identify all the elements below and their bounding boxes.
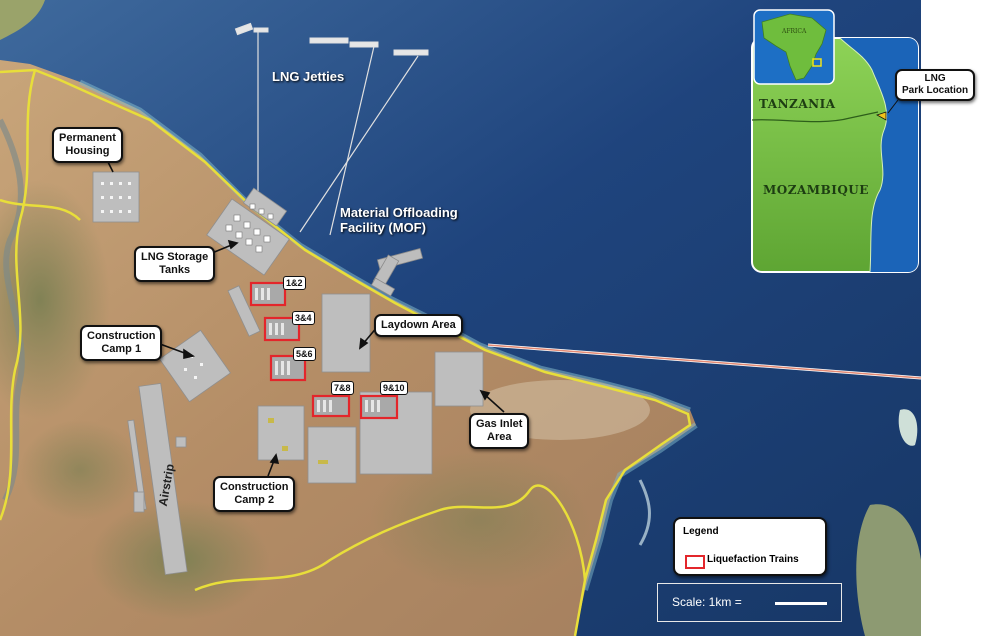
- callout-line: Construction: [220, 481, 289, 493]
- train-badge-7-8: 7&8: [331, 381, 354, 395]
- gas-inlet-block: [434, 351, 484, 407]
- river: [0, 118, 25, 502]
- laydown-area-block: [321, 293, 371, 373]
- mof-label: Material Offloading Facility (MOF): [340, 205, 458, 235]
- callout-line: Housing: [65, 145, 110, 157]
- callout-line: Tanks: [159, 264, 191, 276]
- legend-item-liquefaction: Liquefaction Trains: [707, 554, 799, 565]
- site-markers: [101, 182, 203, 379]
- park-leader: [887, 99, 899, 114]
- train-equipment: [255, 288, 380, 412]
- callout-line: Area: [487, 431, 512, 443]
- inset-border-line: [751, 111, 879, 123]
- mof-structure: [370, 247, 424, 297]
- hangar: [133, 491, 145, 513]
- inset-map: [751, 9, 919, 273]
- legend: Legend Liquefaction Trains: [673, 517, 827, 576]
- inset-coastline: [839, 37, 888, 273]
- vegetation-patch: [20, 420, 140, 520]
- shallow-water: [78, 79, 691, 413]
- island: [856, 504, 921, 636]
- pipe-rack: [227, 285, 261, 337]
- offshore-boundary: [487, 344, 922, 379]
- lng-park-pin: [876, 111, 887, 121]
- mof-label-line1: Material Offloading: [340, 205, 458, 220]
- airstrip-runway: [138, 382, 188, 576]
- lng-jetties-label: LNG Jetties: [272, 69, 345, 84]
- laydown-area-callout: Laydown Area: [374, 314, 463, 337]
- storage-jetty-block: [242, 187, 288, 227]
- mozambique-label: MOZAMBIQUE: [763, 183, 869, 197]
- lng-jetties: [234, 22, 429, 236]
- callout-line: Permanent: [59, 132, 116, 144]
- legend-title: Legend: [683, 526, 719, 537]
- site-markers-yellow: [268, 418, 328, 464]
- lng-park-location-callout: LNG Park Location: [895, 69, 976, 101]
- scale-text: Scale: 1km =: [672, 595, 742, 609]
- permanent-housing-block: [92, 171, 140, 223]
- construction-camp2-callout: Construction Camp 2: [213, 476, 296, 512]
- train-badge-9-10: 9&10: [380, 381, 408, 395]
- permanent-housing-callout: Permanent Housing: [52, 127, 123, 163]
- gas-inlet-callout: Gas Inlet Area: [469, 413, 530, 449]
- project-boundary: [194, 484, 587, 592]
- callout-line: Gas Inlet: [476, 418, 523, 430]
- hangar: [175, 436, 187, 448]
- project-boundary: [0, 68, 692, 636]
- storage-tank-markers: [225, 203, 274, 253]
- callout-line: Camp 1: [101, 343, 142, 355]
- storage-tanks-block: [206, 198, 290, 276]
- top-left-island: [0, 0, 45, 40]
- page-margin: [921, 0, 999, 636]
- scale-indicator: Scale: 1km =: [657, 583, 842, 622]
- lng-storage-callout: LNG Storage Tanks: [134, 246, 216, 282]
- construction-camp1-callout: Construction Camp 1: [80, 325, 163, 361]
- africa-label: AFRICA: [782, 28, 807, 35]
- construction-camp1-block: [159, 329, 231, 403]
- scale-bar: [775, 602, 827, 605]
- train-badge-1-2: 1&2: [283, 276, 306, 290]
- callout-line: Park Location: [902, 85, 969, 96]
- train-badge-3-4: 3&4: [292, 311, 315, 325]
- callout-line: LNG Storage: [141, 251, 209, 263]
- sandbar: [638, 479, 651, 546]
- callout-line: Construction: [87, 330, 156, 342]
- callout-line: LNG: [924, 73, 946, 84]
- train-badge-5-6: 5&6: [293, 347, 316, 361]
- location-marker: [812, 58, 822, 67]
- legend-swatch-liquefaction: [685, 555, 705, 569]
- construction-camp2-block: [257, 405, 305, 461]
- project-boundary: [0, 69, 37, 521]
- mof-label-line2: Facility (MOF): [340, 220, 426, 235]
- leader-arrows: [107, 161, 505, 477]
- callout-line: Camp 2: [234, 494, 275, 506]
- tanzania-label: TANZANIA: [759, 97, 836, 111]
- project-boundary: [0, 198, 81, 221]
- africa-continent: [761, 13, 827, 81]
- island: [898, 409, 918, 446]
- facility-blocks: [92, 171, 484, 576]
- utility-block: [307, 426, 357, 484]
